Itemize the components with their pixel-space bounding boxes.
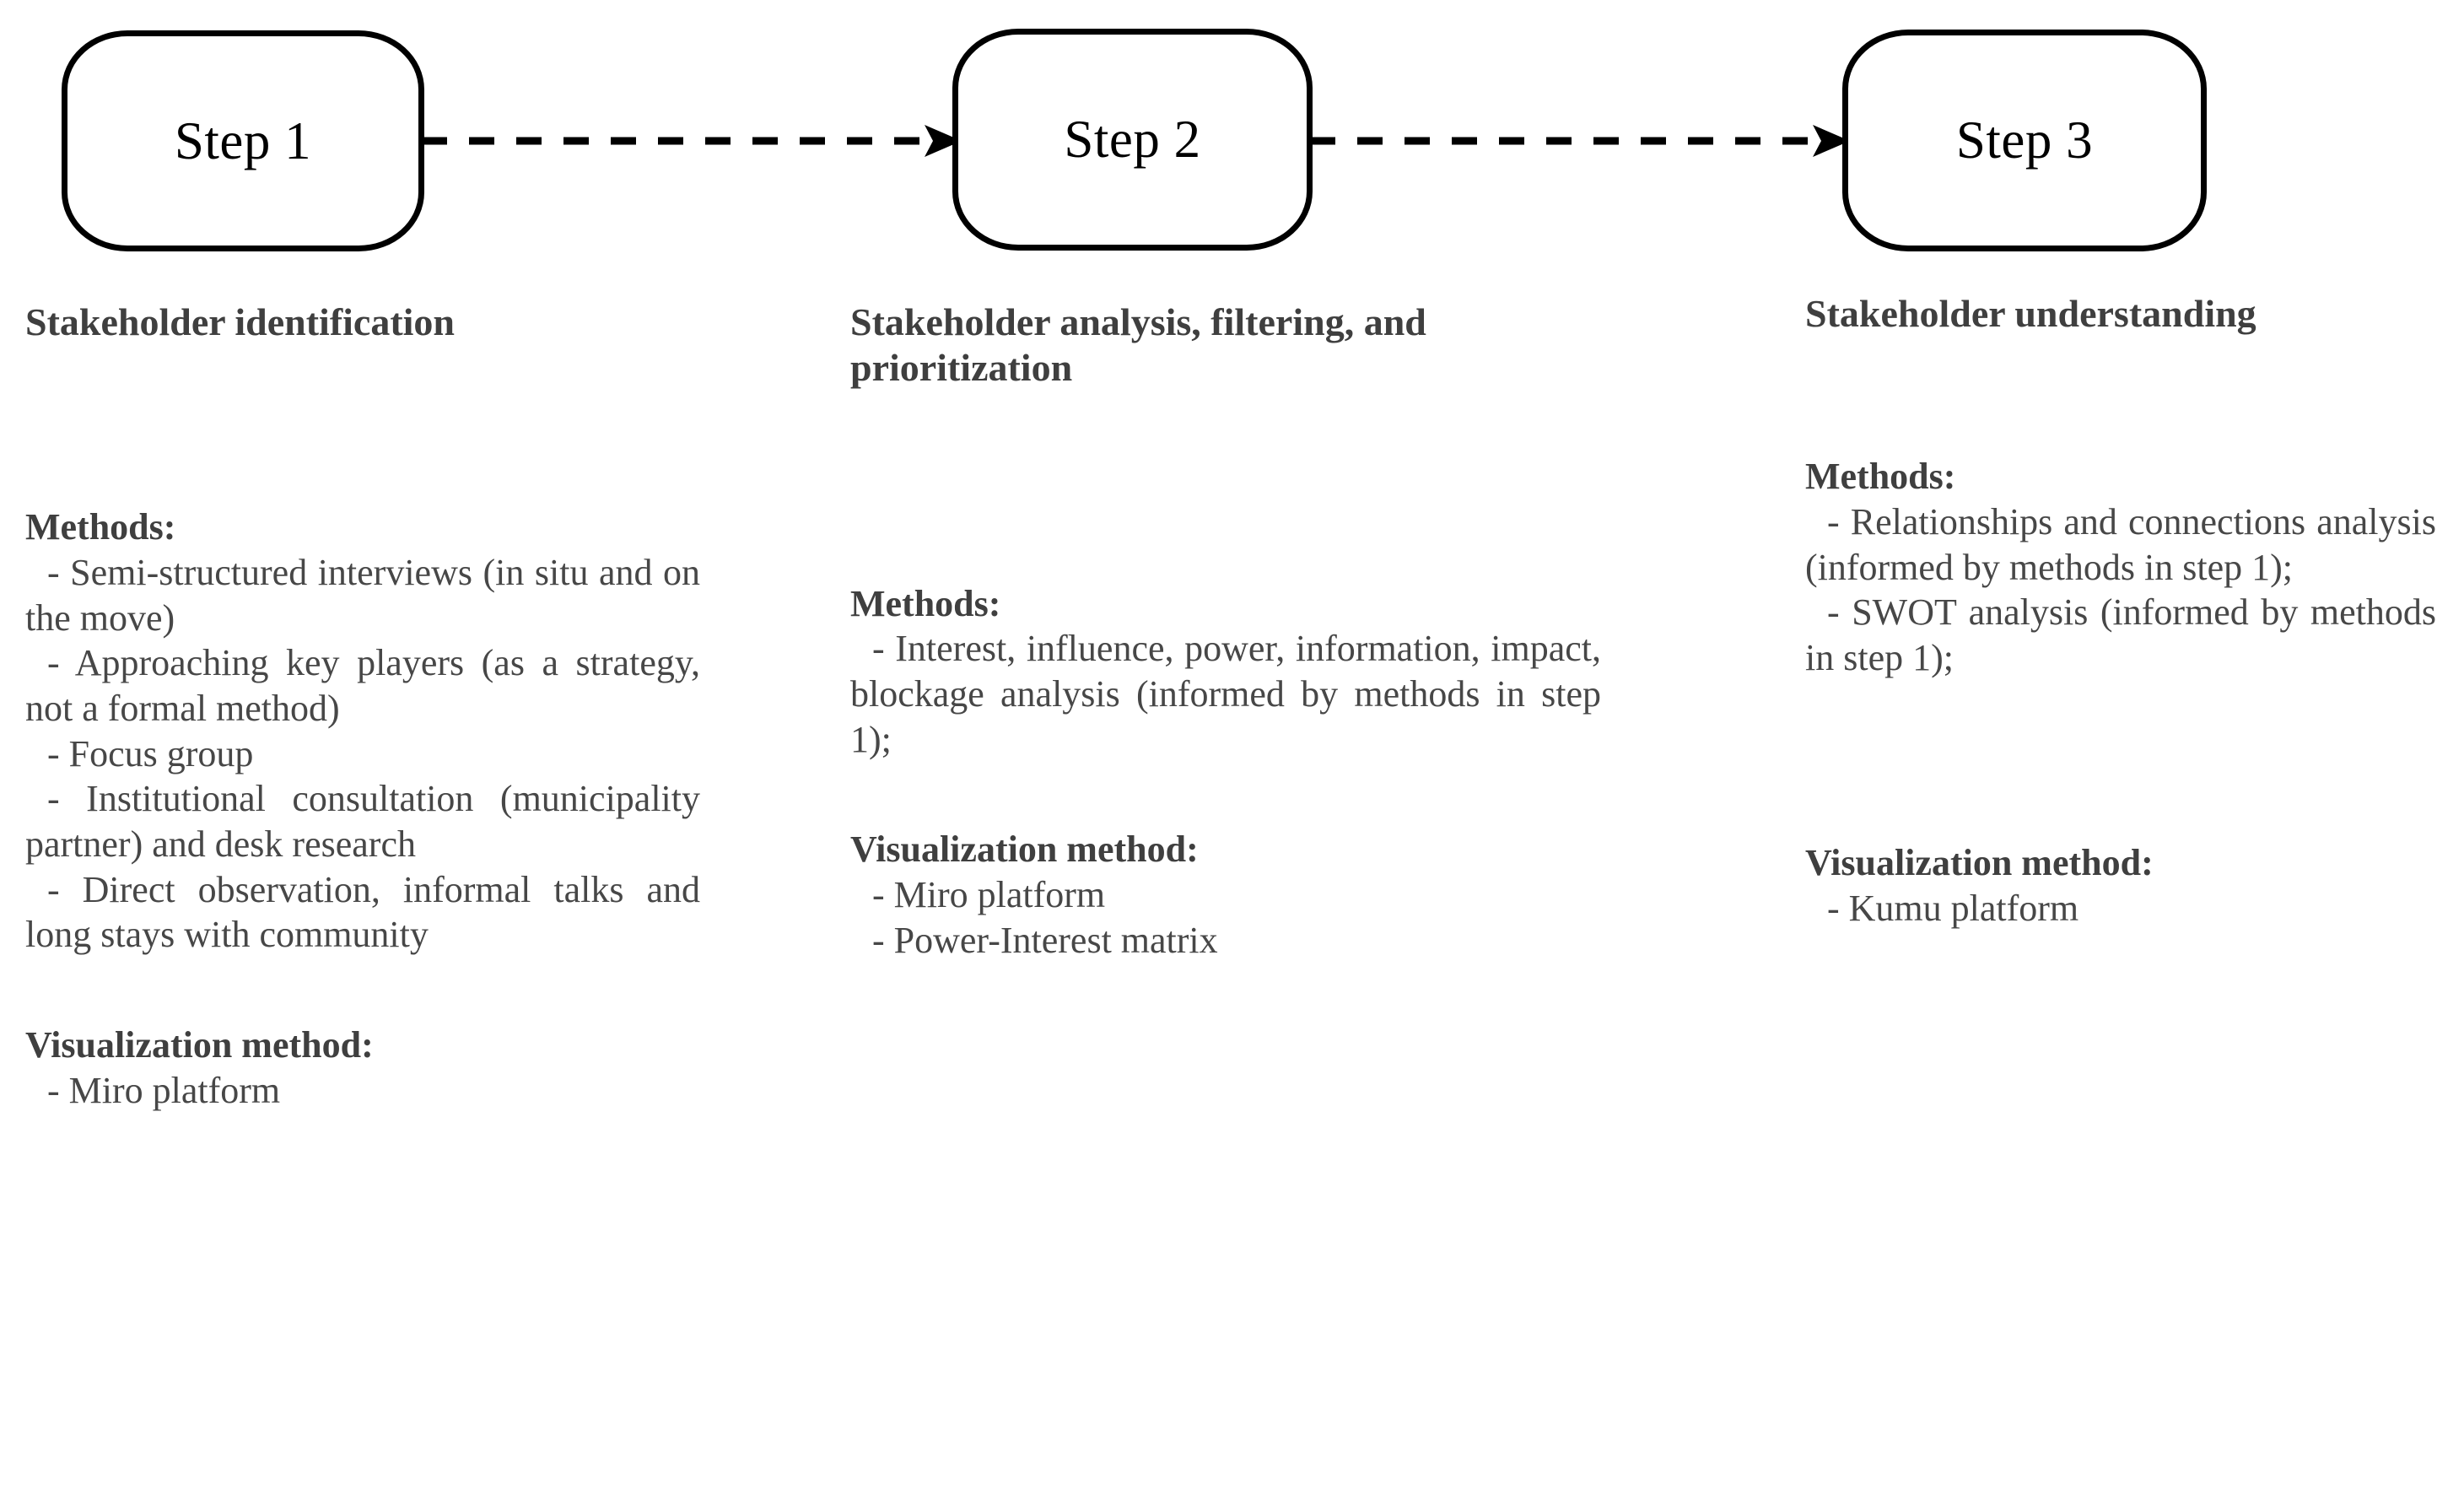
column-3-methods-section: Methods: - Relationships and connections…: [1805, 455, 2436, 680]
step-1-label: Step 1: [174, 111, 312, 170]
column-1-visualization-list: - Miro platform: [25, 1068, 700, 1114]
list-item: - Approaching key players (as a strategy…: [25, 642, 700, 730]
list-item: - Direct observation, informal talks and…: [25, 868, 700, 956]
step-2-label: Step 2: [1064, 110, 1201, 169]
spacer: [1805, 681, 2436, 841]
column-3-title: Stakeholder understanding: [1805, 292, 2256, 335]
spacer: [25, 958, 700, 1023]
step-box-3[interactable]: Step 3: [1842, 30, 2207, 251]
column-2-title: Stakeholder analysis, filtering, and pri…: [850, 300, 1426, 390]
connector-arrow-step1-step2: [422, 124, 962, 158]
step-2-content-column: Stakeholder analysis, filtering, and pri…: [850, 300, 1601, 963]
column-1-visualization-heading: Visualization method:: [25, 1024, 374, 1066]
process-steps-row: Step 1 Step 2 Step 3: [0, 0, 2464, 278]
list-item: - Focus group: [47, 732, 254, 774]
column-1-methods-list: - Semi-structured interviews (in situ an…: [25, 550, 700, 958]
column-2-methods-heading: Methods:: [850, 582, 1001, 624]
spacer: [25, 345, 700, 505]
connector-arrow-step2-step3: [1310, 124, 1850, 158]
list-item: - Power-Interest matrix: [872, 919, 1218, 961]
column-2-visualization-heading: Visualization method:: [850, 828, 1199, 871]
column-2-visualization-list: - Miro platform - Power-Interest matrix: [850, 872, 1601, 963]
list-item: - Institutional consultation (municipali…: [25, 778, 700, 866]
column-1-title: Stakeholder identification: [25, 300, 456, 343]
column-3-visualization-section: Visualization method: - Kumu platform: [1805, 841, 2436, 931]
step-3-content-column: Stakeholder understanding Methods: - Rel…: [1805, 291, 2436, 931]
column-3-methods-heading: Methods:: [1805, 456, 1956, 498]
column-1-methods-heading: Methods:: [25, 506, 176, 548]
list-item: - Miro platform: [47, 1069, 281, 1111]
column-3-visualization-list: - Kumu platform: [1805, 886, 2436, 931]
list-item: - Interest, influence, power, informatio…: [850, 628, 1601, 760]
column-2-visualization-section: Visualization method: - Miro platform - …: [850, 828, 1601, 963]
step-box-2[interactable]: Step 2: [952, 29, 1313, 251]
step-1-content-column: Stakeholder identification Methods: - Se…: [25, 300, 700, 1114]
spacer: [850, 762, 1601, 828]
column-1-visualization-section: Visualization method: - Miro platform: [25, 1023, 700, 1113]
list-item: - Semi-structured interviews (in situ an…: [25, 552, 700, 639]
column-3-methods-list: - Relationships and connections analysis…: [1805, 499, 2436, 681]
spacer: [850, 391, 1601, 582]
column-2-methods-list: - Interest, influence, power, informatio…: [850, 626, 1601, 762]
column-1-methods-section: Methods: - Semi-structured interviews (i…: [25, 505, 700, 958]
step-box-1[interactable]: Step 1: [62, 30, 424, 251]
list-item: - Relationships and connections analysis…: [1805, 501, 2436, 588]
column-2-methods-section: Methods: - Interest, influence, power, i…: [850, 582, 1601, 763]
step-3-label: Step 3: [1955, 111, 2094, 170]
column-3-visualization-heading: Visualization method:: [1805, 841, 2154, 883]
list-item: - Kumu platform: [1827, 887, 2079, 929]
spacer: [1805, 337, 2436, 455]
list-item: - SWOT analysis (informed by methods in …: [1805, 591, 2436, 679]
list-item: - Miro platform: [872, 874, 1106, 916]
